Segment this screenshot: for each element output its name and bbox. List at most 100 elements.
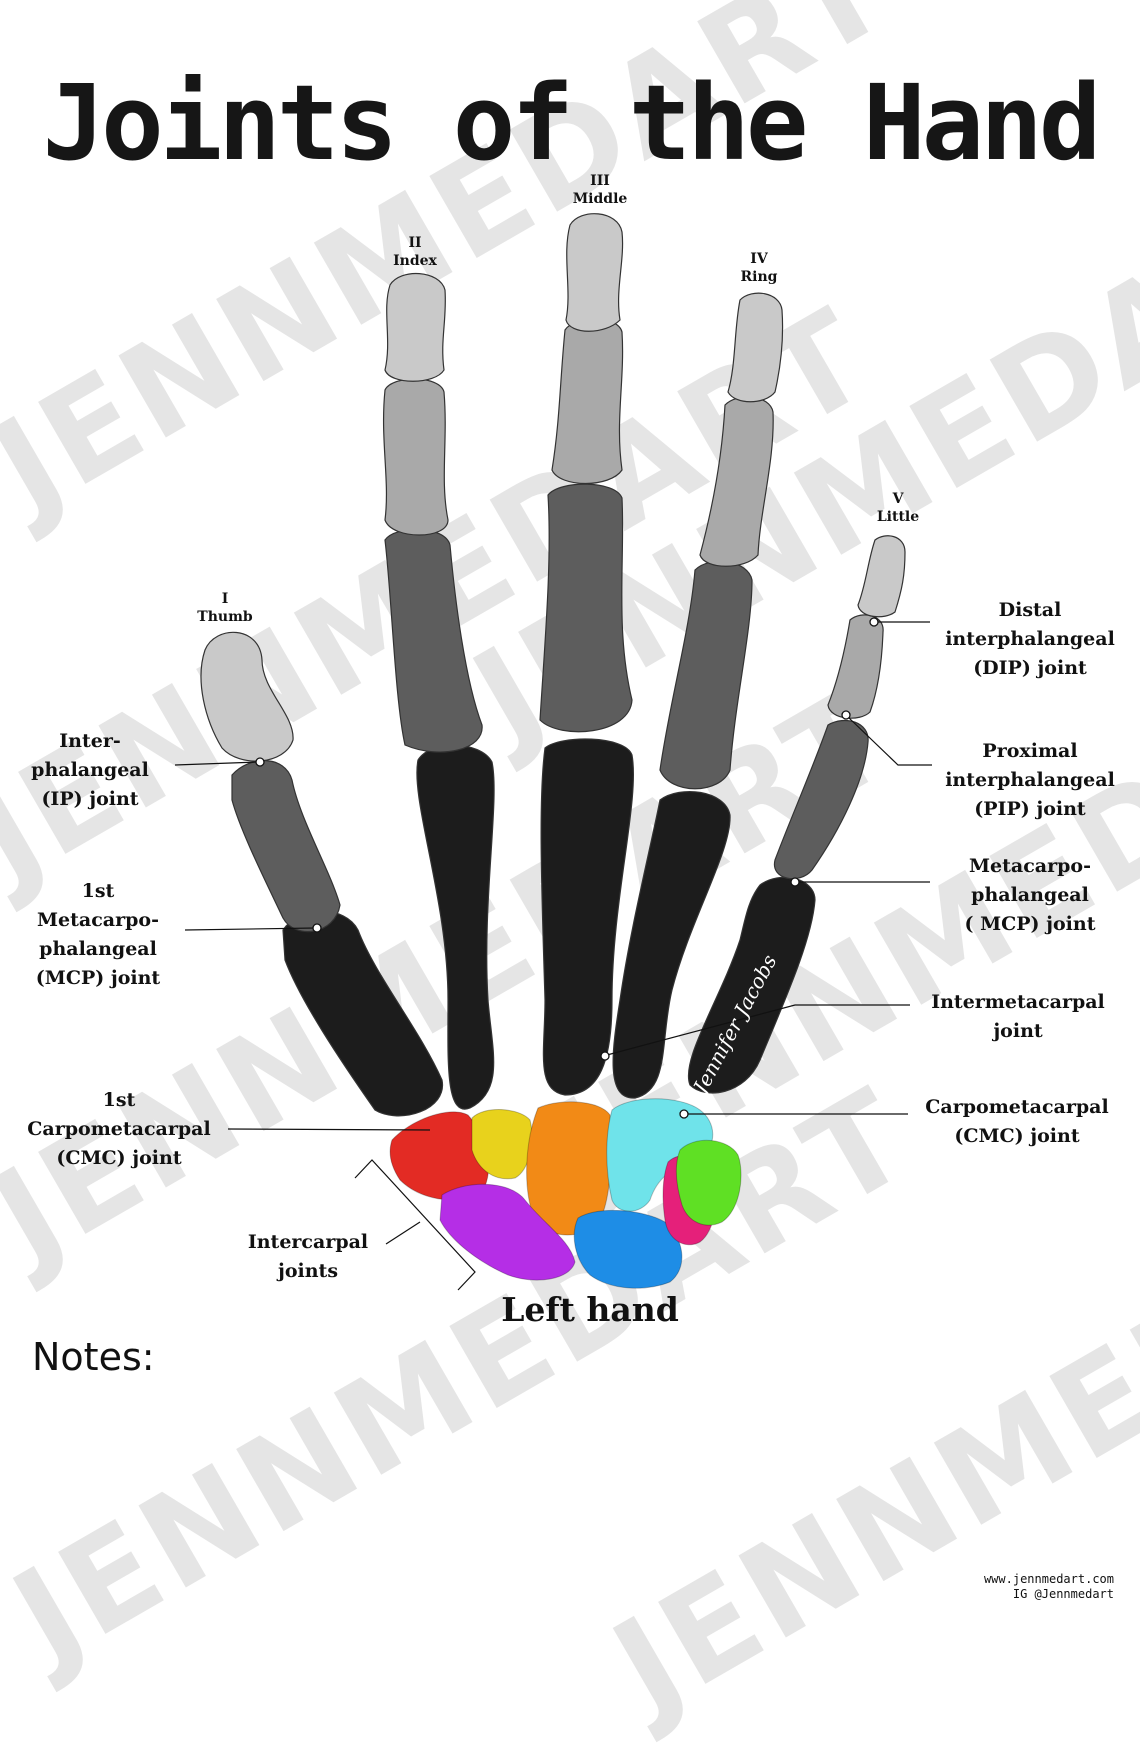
ring-proximal-phalanx	[659, 560, 753, 790]
ring-middle-phalanx	[699, 396, 774, 567]
finger-name: Ring	[740, 269, 778, 285]
label-line: phalangeal	[39, 938, 157, 960]
label-line: (PIP) joint	[974, 798, 1086, 820]
label-1st-cmc-joint: 1st Carpometacarpal (CMC) joint	[4, 1086, 234, 1173]
little-proximal-phalanx	[773, 719, 869, 880]
index-proximal-phalanx	[384, 528, 483, 753]
label-line: Distal	[998, 599, 1062, 621]
thumb-bones	[200, 631, 443, 1117]
finger-numeral: V	[892, 491, 904, 507]
instagram-credit: IG @Jennmedart	[1012, 1587, 1114, 1601]
finger-name: Little	[876, 509, 920, 525]
triquetrum	[675, 1139, 742, 1226]
label-line: Intermetacarpal	[931, 991, 1105, 1013]
label-line: Metacarpo-	[37, 909, 159, 931]
page-title: Joints of the Hand	[42, 62, 1101, 184]
scaphoid	[439, 1183, 576, 1281]
intercarpal-bracket	[354, 1159, 476, 1291]
thumb-metacarpal	[282, 910, 443, 1117]
label-line: interphalangeal	[945, 628, 1115, 650]
middle-proximal-phalanx	[539, 483, 633, 733]
hand-skeleton-illustration: Jennifer Jacobs	[174, 213, 932, 1291]
label-line: joint	[993, 1020, 1043, 1042]
mcp1-joint-marker	[312, 923, 322, 933]
little-metacarpal	[687, 876, 816, 1094]
label-line: (CMC) joint	[954, 1125, 1080, 1147]
cmc-joint-marker	[679, 1109, 689, 1119]
pip-leader-line	[847, 716, 932, 766]
label-line: ( MCP) joint	[964, 913, 1096, 935]
intermetacarpal-leader-line	[606, 1004, 910, 1056]
label-dip-joint: Distal interphalangeal (DIP) joint	[925, 596, 1135, 683]
hand-side-caption: Left hand	[501, 1290, 679, 1329]
pip-joint-marker	[841, 710, 851, 720]
finger-label-little: V Little	[858, 490, 938, 526]
index-finger-bones	[382, 272, 495, 1110]
website-credit: www.jennmedart.com	[983, 1572, 1114, 1586]
label-line: Carpometacarpal	[925, 1096, 1109, 1118]
label-intermetacarpal-joint: Intermetacarpal joint	[908, 988, 1128, 1046]
ring-finger-bones	[612, 292, 784, 1099]
middle-metacarpal	[540, 738, 635, 1096]
label-line: phalangeal	[971, 884, 1089, 906]
little-distal-phalanx	[857, 535, 906, 618]
middle-distal-phalanx	[565, 213, 624, 332]
index-distal-phalanx	[384, 272, 446, 382]
intercarpal-leader-line	[385, 1221, 421, 1245]
label-line: interphalangeal	[945, 769, 1115, 791]
thumb-proximal-phalanx	[231, 760, 341, 933]
middle-finger-bones	[539, 213, 635, 1096]
label-1st-mcp-joint: 1st Metacarpo- phalangeal (MCP) joint	[8, 877, 188, 993]
finger-label-middle: III Middle	[560, 172, 640, 208]
finger-numeral: I	[221, 591, 229, 607]
label-mcp-joint: Metacarpo- phalangeal ( MCP) joint	[925, 852, 1135, 939]
carpal-bones	[389, 1098, 742, 1289]
index-metacarpal	[416, 744, 495, 1110]
cmc1-leader-line	[227, 1128, 431, 1131]
label-line: (MCP) joint	[35, 967, 161, 989]
little-middle-phalanx	[827, 614, 884, 719]
dip-joint-marker	[869, 617, 879, 627]
intermetacarpal-joint-marker	[600, 1051, 610, 1061]
leader-lines	[174, 621, 932, 1291]
index-middle-phalanx	[382, 378, 449, 536]
lunate	[573, 1209, 683, 1289]
ring-metacarpal	[612, 791, 731, 1099]
label-line: (DIP) joint	[973, 657, 1087, 679]
finger-label-ring: IV Ring	[719, 250, 799, 286]
mcp1-leader-line	[184, 927, 316, 931]
label-line: Intercarpal	[247, 1231, 369, 1253]
finger-numeral: II	[408, 235, 422, 251]
finger-name: Middle	[572, 191, 628, 207]
label-line: Metacarpo-	[969, 855, 1091, 877]
label-ip-joint: Inter- phalangeal (IP) joint	[10, 727, 170, 814]
middle-middle-phalanx	[551, 318, 624, 485]
finger-label-index: II Index	[375, 234, 455, 270]
label-line: 1st	[81, 880, 115, 902]
label-line: Inter-	[59, 730, 121, 752]
joint-markers	[255, 617, 879, 1119]
label-line: (CMC) joint	[56, 1147, 182, 1169]
label-line: (IP) joint	[41, 788, 139, 810]
finger-name: Thumb	[197, 609, 253, 625]
credit: www.jennmedart.com IG @Jennmedart	[984, 1572, 1114, 1602]
label-line: phalangeal	[31, 759, 149, 781]
finger-label-thumb: I Thumb	[185, 590, 265, 626]
label-cmc-joint: Carpometacarpal (CMC) joint	[906, 1093, 1128, 1151]
finger-numeral: III	[590, 173, 610, 189]
mcp-joint-marker	[790, 877, 800, 887]
thumb-distal-phalanx	[200, 631, 294, 762]
label-pip-joint: Proximal interphalangeal (PIP) joint	[925, 737, 1135, 824]
label-line: Carpometacarpal	[27, 1118, 211, 1140]
label-line: Proximal	[982, 740, 1078, 762]
ip-leader-line	[174, 761, 259, 766]
finger-name: Index	[393, 253, 437, 269]
little-finger-bones	[687, 535, 906, 1094]
finger-numeral: IV	[750, 251, 768, 267]
label-line: joints	[277, 1260, 339, 1282]
notes-label: Notes:	[32, 1335, 155, 1379]
label-intercarpal-joints: Intercarpal joints	[228, 1228, 388, 1286]
label-line: 1st	[102, 1089, 136, 1111]
ip-joint-marker	[255, 757, 265, 767]
ring-distal-phalanx	[727, 292, 784, 403]
